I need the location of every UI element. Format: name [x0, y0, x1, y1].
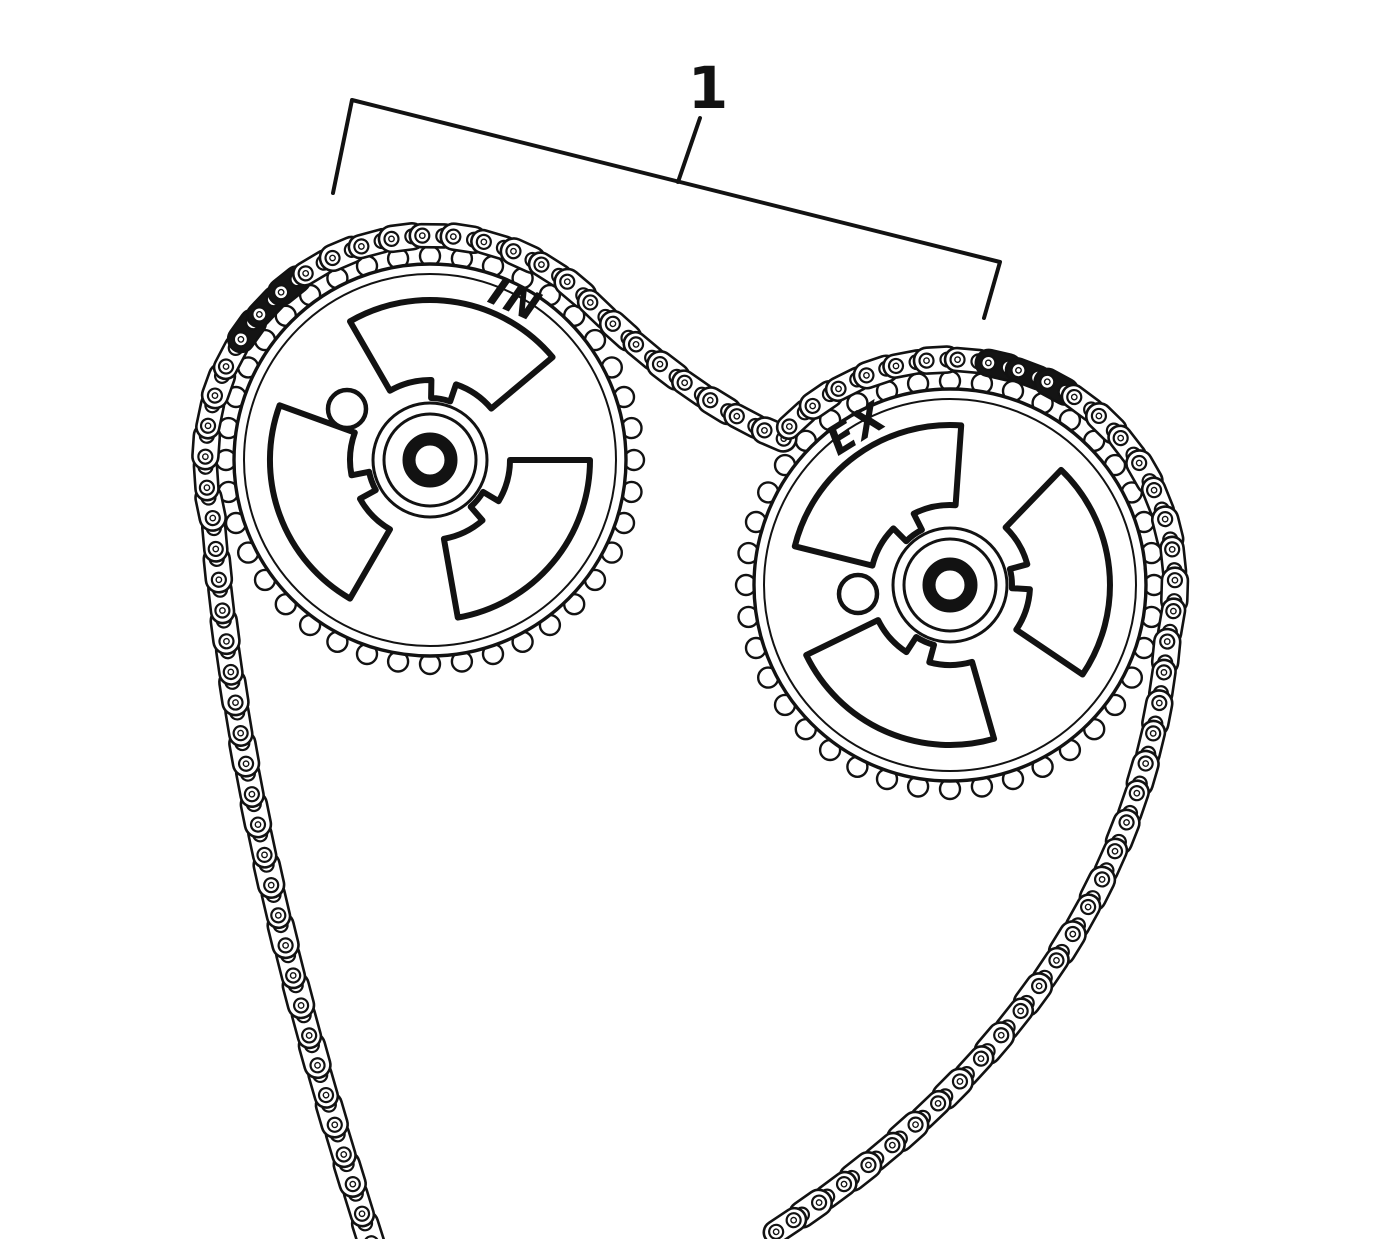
callout-1: 1: [331, 54, 1002, 320]
sprocket-cutout-window: [440, 457, 593, 621]
sprocket-cutout-window: [267, 402, 393, 602]
intake-sprocket: IN: [214, 244, 646, 676]
sprocket-cutout-window: [1002, 466, 1113, 678]
intake-dowel-hole: [325, 387, 369, 431]
exhaust-hub-inner-ring: [902, 537, 998, 633]
intake-hub-bore: [402, 432, 458, 488]
exhaust-sprocket-cutouts: [791, 422, 1113, 748]
chain-link: [499, 237, 547, 275]
exhaust-sprocket: EX: [734, 369, 1166, 801]
intake-sprocket-face-ring: [243, 273, 617, 647]
chain-link: [347, 227, 396, 260]
sprocket-cutout-window: [803, 617, 998, 748]
exhaust-sprocket-face-ring: [763, 398, 1137, 772]
callout-leader-line: [676, 116, 702, 184]
callout-bracket: [331, 98, 1002, 320]
exhaust-hub-bore: [922, 557, 978, 613]
timing-chain: [191, 222, 1190, 1239]
exhaust-dowel-hole: [836, 572, 880, 616]
intake-sprocket-cutouts: [267, 296, 593, 621]
sprocket-cutout-window: [347, 296, 556, 412]
callout-number: 1: [688, 54, 728, 122]
sprocket-cutout-window: [791, 422, 965, 569]
intake-hub-inner-ring: [382, 412, 478, 508]
